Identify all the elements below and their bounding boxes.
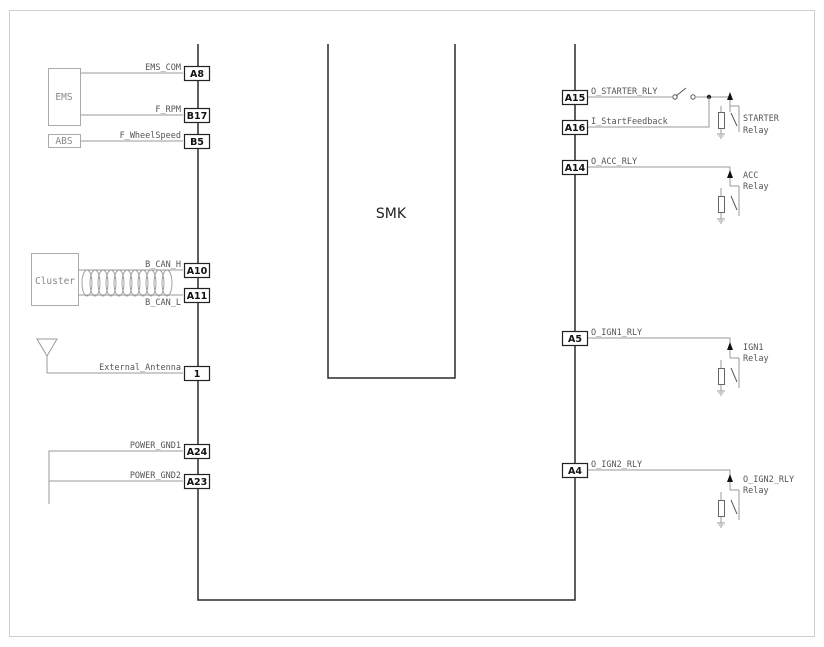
left-pin-a10: A10 B_CAN_H: [145, 260, 211, 279]
pin-label: A24: [187, 447, 208, 458]
wire-power-gnd1: [48, 450, 183, 504]
twisted-pair-shield: [81, 269, 173, 297]
relay-ign2-type: Relay: [743, 486, 769, 496]
signal-label: F_RPM: [155, 105, 181, 115]
right-pin-a4: A4 O_IGN2_RLY: [561, 460, 642, 479]
relay-starter-icon: [717, 92, 740, 139]
relay-ign2-icon: [717, 474, 740, 528]
ems-box: [48, 68, 81, 126]
antenna-icon: [36, 338, 183, 374]
right-pin-a5: A5 O_IGN1_RLY: [561, 328, 642, 347]
relay-starter-name: STARTER: [743, 114, 780, 124]
left-pin-a24: A24 POWER_GND1: [130, 441, 211, 460]
relay-ign2-name: O_IGN2_RLY: [743, 475, 794, 485]
smk-block: [327, 44, 456, 379]
wire-ign1: [588, 337, 731, 358]
pin-label: A10: [187, 266, 208, 277]
cluster-label: Cluster: [35, 276, 75, 287]
relay-ign1-name: IGN1: [743, 343, 763, 353]
pin-label: A4: [568, 466, 582, 477]
signal-label: I_StartFeedback: [591, 117, 668, 127]
signal-label: O_IGN1_RLY: [591, 328, 642, 338]
pin-label: A14: [565, 163, 586, 174]
outer-border: [9, 10, 815, 637]
relay-starter-type: Relay: [743, 126, 769, 136]
signal-label: O_IGN2_RLY: [591, 460, 642, 470]
relay-acc-icon: [717, 170, 740, 224]
pin-label: A15: [565, 93, 586, 104]
cluster-box: [31, 253, 79, 306]
abs-label: ABS: [55, 136, 72, 147]
ems-label: EMS: [55, 92, 72, 103]
starter-circuit: [588, 87, 730, 128]
wire-acc: [588, 166, 731, 186]
pin-label: B5: [190, 137, 204, 148]
signal-label: O_STARTER_RLY: [591, 87, 658, 97]
relay-ign1-icon: [717, 342, 740, 396]
right-pin-a16: A16 I_StartFeedback: [561, 117, 668, 136]
module-outline: [197, 44, 576, 601]
pin-label: B17: [187, 111, 207, 122]
signal-label: B_CAN_L: [145, 298, 181, 308]
signal-label: F_WheelSpeed: [120, 131, 181, 141]
left-pin-b17: B17 F_RPM: [155, 105, 211, 124]
wire-ign2: [588, 469, 731, 490]
left-pin-a23: A23 POWER_GND2: [130, 471, 211, 490]
left-pin-b5: B5 F_WheelSpeed: [120, 131, 211, 150]
pin-label: 1: [194, 369, 201, 380]
pin-label: A11: [187, 291, 208, 302]
pin-label: A16: [565, 123, 586, 134]
right-pin-a15: A15 O_STARTER_RLY: [561, 87, 658, 106]
left-pin-a8: A8 EMS_COM: [145, 63, 211, 82]
left-pin-1: 1 External_Antenna: [99, 363, 211, 382]
signal-label: EMS_COM: [145, 63, 181, 73]
module-name: SMK: [376, 206, 407, 222]
pin-label: A5: [568, 334, 582, 345]
signal-label: O_ACC_RLY: [591, 157, 637, 167]
signal-label: POWER_GND1: [130, 441, 181, 451]
pin-label: A8: [190, 69, 204, 80]
relay-ign1-type: Relay: [743, 354, 769, 364]
signal-label: B_CAN_H: [145, 260, 181, 270]
pin-label: A23: [187, 477, 208, 488]
abs-box: [48, 134, 81, 148]
right-pin-a14: A14 O_ACC_RLY: [561, 157, 637, 176]
relay-acc-name: ACC: [743, 171, 758, 181]
signal-label: POWER_GND2: [130, 471, 181, 481]
relay-acc-type: Relay: [743, 182, 769, 192]
left-pin-a11: A11 B_CAN_L: [145, 287, 211, 308]
signal-label: External_Antenna: [99, 363, 181, 373]
